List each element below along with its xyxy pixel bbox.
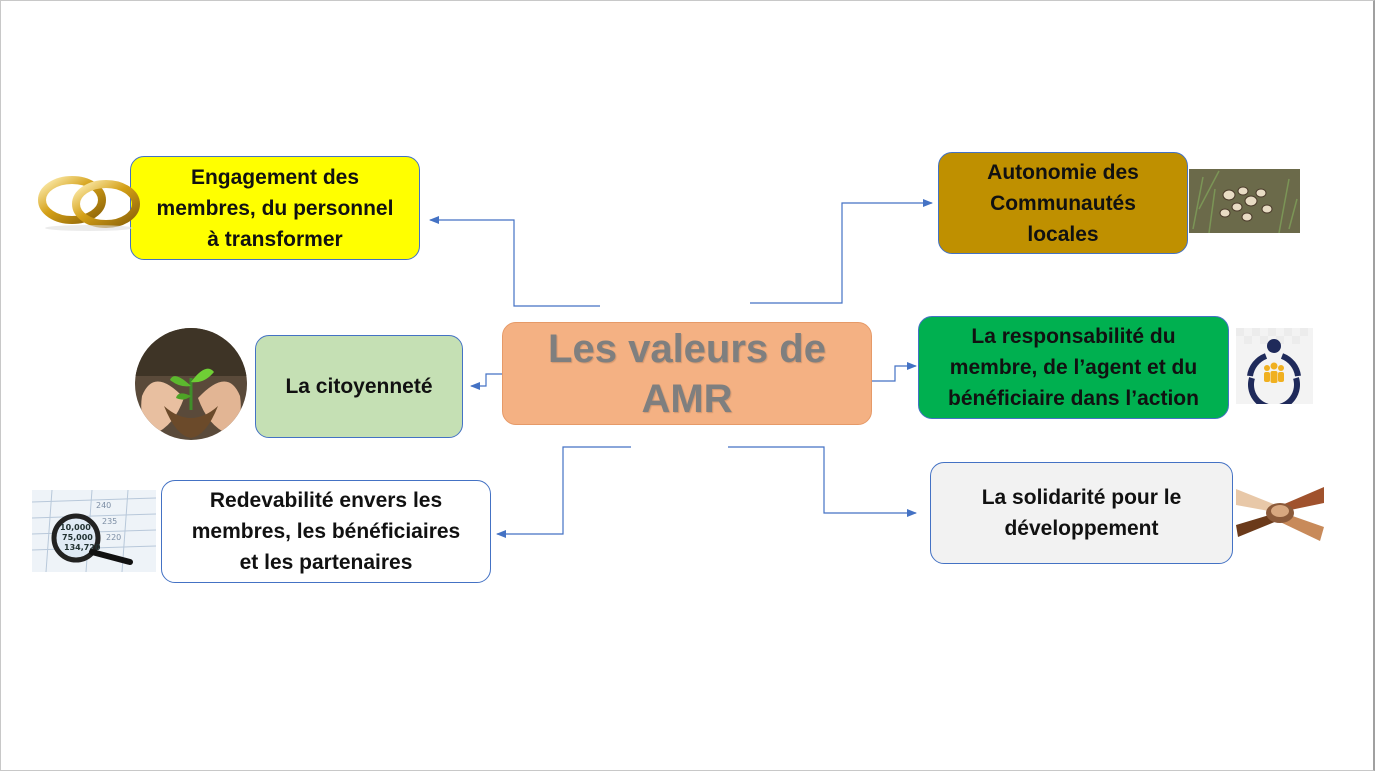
node-solidarite: La solidarité pour le développement: [930, 462, 1233, 564]
wedding-rings-image: [38, 176, 140, 231]
connector-solidarite: [728, 446, 917, 517]
seeds-soil-image: [1189, 169, 1300, 233]
svg-text:10,000: 10,000: [60, 523, 91, 532]
connector-redevabilite: [496, 446, 631, 538]
seedling-hands-image: [135, 328, 247, 440]
node-engagement: Engagement des membres, du personnel à t…: [130, 156, 420, 260]
node-responsabilite: La responsabilité du membre, de l’agent …: [918, 316, 1229, 419]
svg-text:75,000: 75,000: [62, 533, 93, 542]
people-circle-icon: [1236, 328, 1313, 404]
connector-autonomie: [750, 199, 933, 304]
joined-hands-image: [1236, 479, 1324, 543]
svg-text:240: 240: [96, 501, 111, 510]
node-redevabilite: Redevabilité envers les membres, les bén…: [161, 480, 491, 583]
svg-text:235: 235: [102, 517, 117, 526]
node-citoyennete: La citoyenneté: [255, 335, 463, 438]
central-topic: Les valeurs de AMR: [502, 322, 872, 425]
node-autonomie: Autonomie des Communautés locales: [938, 152, 1188, 254]
svg-text:134,720: 134,720: [64, 543, 101, 552]
svg-text:220: 220: [106, 533, 121, 542]
connector-engagement: [429, 216, 600, 307]
connector-responsabilite: [872, 362, 917, 382]
connector-citoyennete: [470, 373, 502, 390]
